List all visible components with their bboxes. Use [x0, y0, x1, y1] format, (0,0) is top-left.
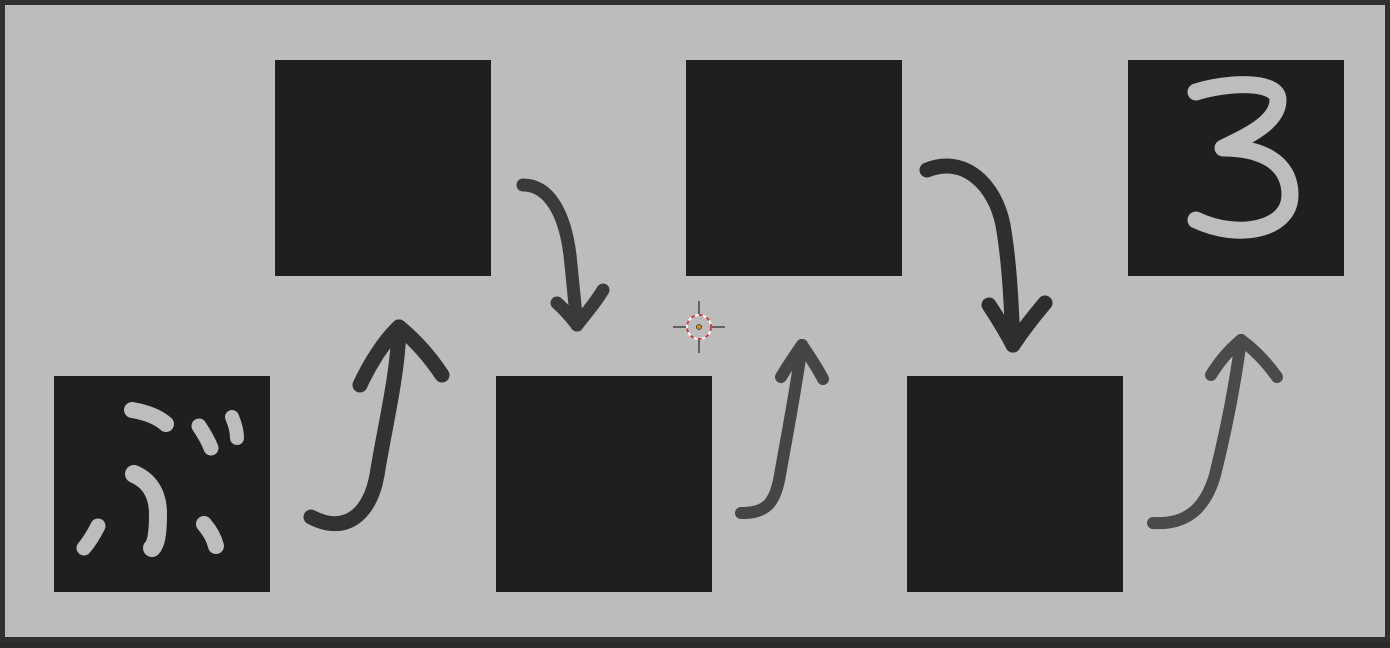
hand-drawn-arrow-up-icon: [735, 339, 829, 519]
tile-hiragana-bu: [54, 376, 270, 592]
digit-3-drawing: [1187, 76, 1299, 239]
3d-cursor-icon[interactable]: [673, 301, 725, 353]
hand-drawn-arrow-down-icon: [919, 158, 1053, 353]
hand-drawn-arrow-up-icon: [303, 319, 450, 532]
hand-drawn-arrow-down-icon: [516, 178, 610, 332]
hand-drawn-arrow-up-icon: [1147, 334, 1283, 530]
hiragana-bu-drawing: [76, 402, 244, 557]
tile-digit-3: [1128, 60, 1344, 276]
tile-blank-1: [275, 60, 491, 276]
tile-blank-2: [496, 376, 712, 592]
tile-blank-3: [686, 60, 902, 276]
tile-blank-4: [907, 376, 1123, 592]
